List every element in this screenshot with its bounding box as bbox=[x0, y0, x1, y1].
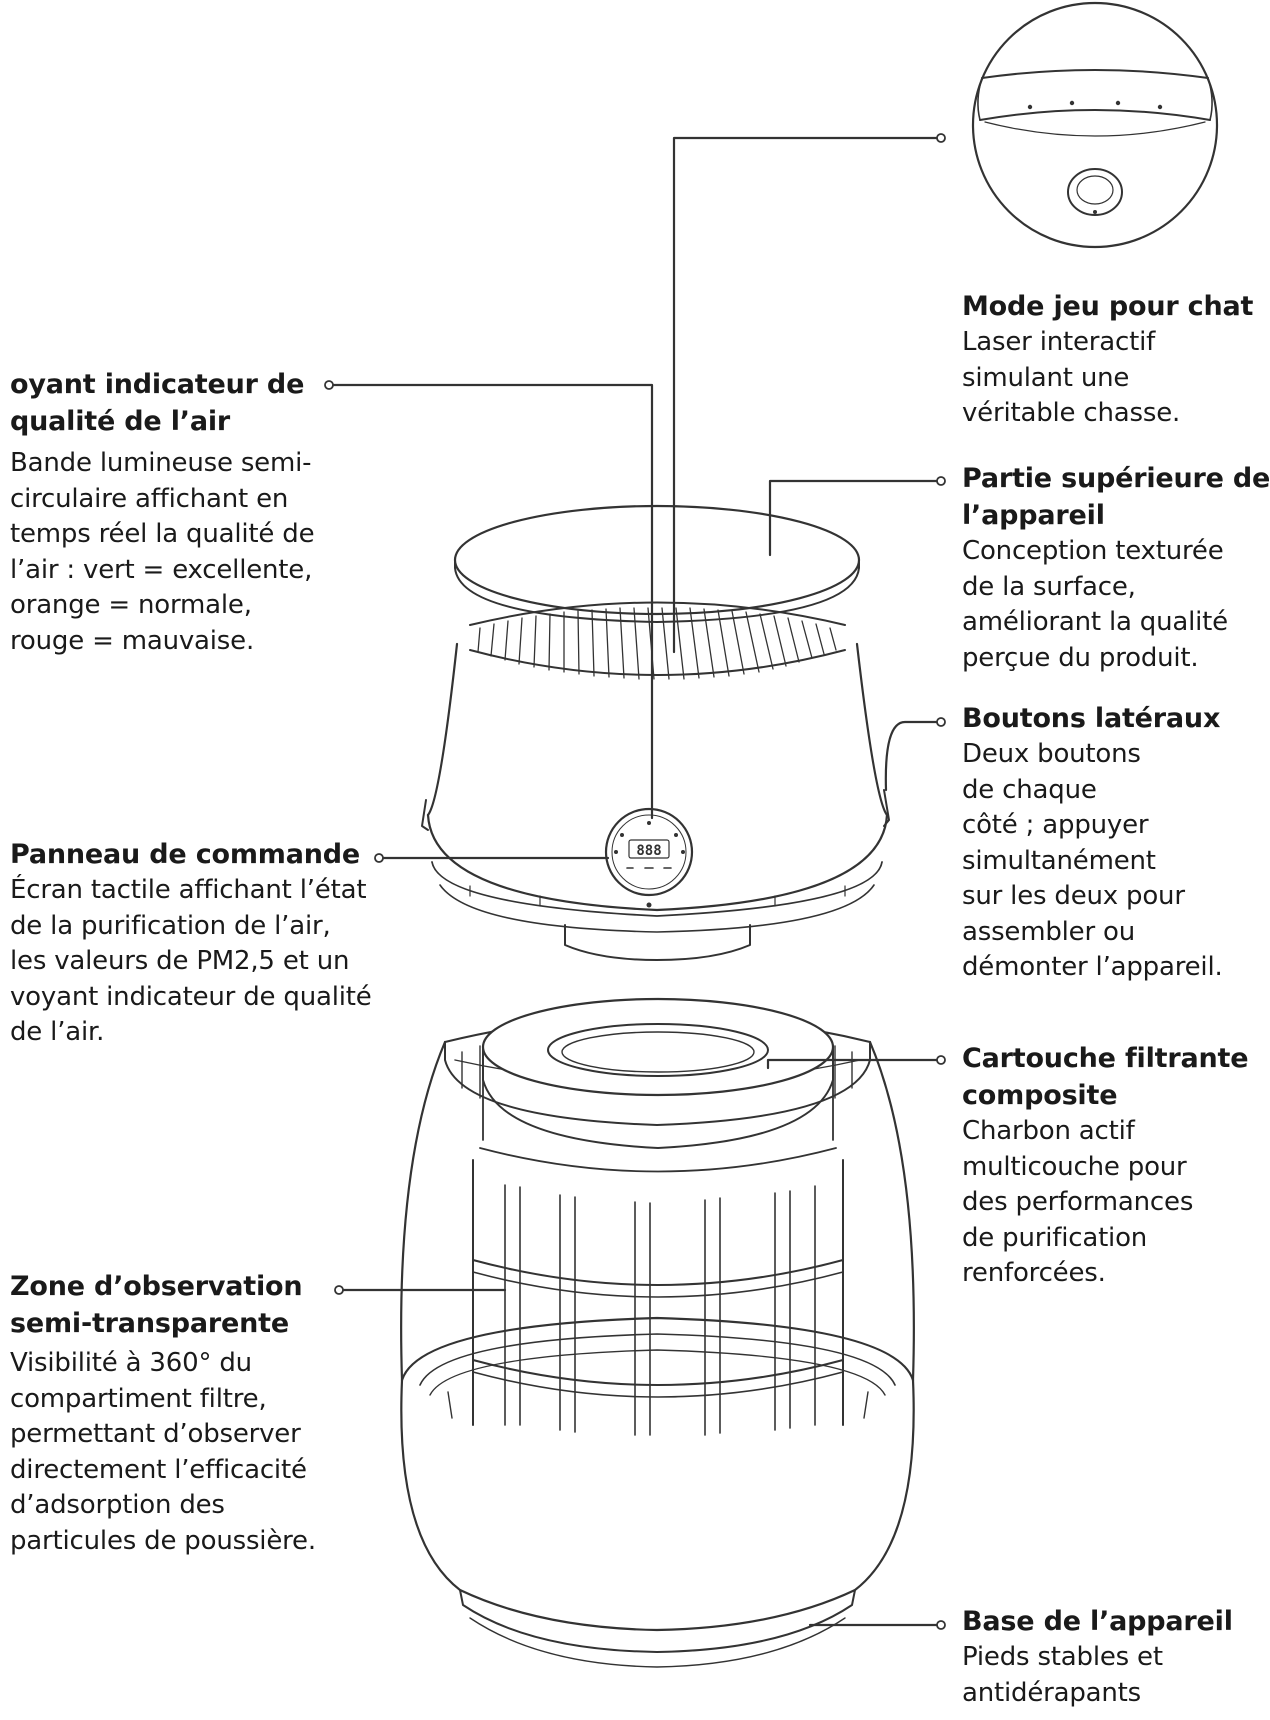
callout-top-part: Partie supérieure de l’appareil Concepti… bbox=[962, 460, 1270, 676]
callout-observation-zone: Zone d’observation semi-transparente Vis… bbox=[10, 1268, 316, 1559]
callout-description: Pieds stables et antidérapants bbox=[962, 1640, 1233, 1711]
callout-base: Base de l’appareil Pieds stables et anti… bbox=[962, 1603, 1233, 1711]
top-lid bbox=[455, 506, 859, 614]
callout-control-panel: Panneau de commande Écran tactile affich… bbox=[10, 836, 372, 1051]
callout-description: Visibilité à 360° du compartiment filtre… bbox=[10, 1346, 316, 1559]
callout-description: Deux boutons de chaque côté ; appuyer si… bbox=[962, 737, 1223, 986]
callout-cat-mode: Mode jeu pour chat Laser interactif simu… bbox=[962, 288, 1253, 432]
callout-title: Partie supérieure de l’appareil bbox=[962, 460, 1270, 534]
callout-description: Conception texturée de la surface, améli… bbox=[962, 534, 1270, 676]
callout-description: Bande lumineuse semi- circulaire afficha… bbox=[10, 446, 314, 659]
lower-body bbox=[401, 999, 914, 1667]
callout-description: Laser interactif simulant une véritable … bbox=[962, 325, 1253, 432]
callout-title: Panneau de commande bbox=[10, 836, 372, 873]
callout-air-quality-indicator: oyant indicateur de qualité de l’air Ban… bbox=[10, 366, 314, 659]
upper-body bbox=[422, 506, 889, 960]
callout-title: Boutons latéraux bbox=[962, 700, 1223, 737]
leader-side-buttons bbox=[886, 722, 938, 790]
callout-title: Cartouche filtrante composite bbox=[962, 1040, 1248, 1114]
callout-description: Charbon actif multicouche pour des perfo… bbox=[962, 1114, 1248, 1292]
callout-side-buttons: Boutons latéraux Deux boutons de chaque … bbox=[962, 700, 1223, 986]
callout-title: Base de l’appareil bbox=[962, 1603, 1233, 1640]
callout-title: oyant indicateur de qualité de l’air bbox=[10, 366, 314, 440]
callout-title: Mode jeu pour chat bbox=[962, 288, 1253, 325]
callout-filter: Cartouche filtrante composite Charbon ac… bbox=[962, 1040, 1248, 1292]
callout-description: Écran tactile affichant l’état de la pur… bbox=[10, 873, 372, 1051]
control-panel-screen-digits: 888 bbox=[636, 843, 661, 859]
filter-cartridge-top bbox=[483, 999, 833, 1095]
callout-title: Zone d’observation semi-transparente bbox=[10, 1268, 316, 1342]
cat-laser-zoom-circle bbox=[973, 3, 1217, 247]
